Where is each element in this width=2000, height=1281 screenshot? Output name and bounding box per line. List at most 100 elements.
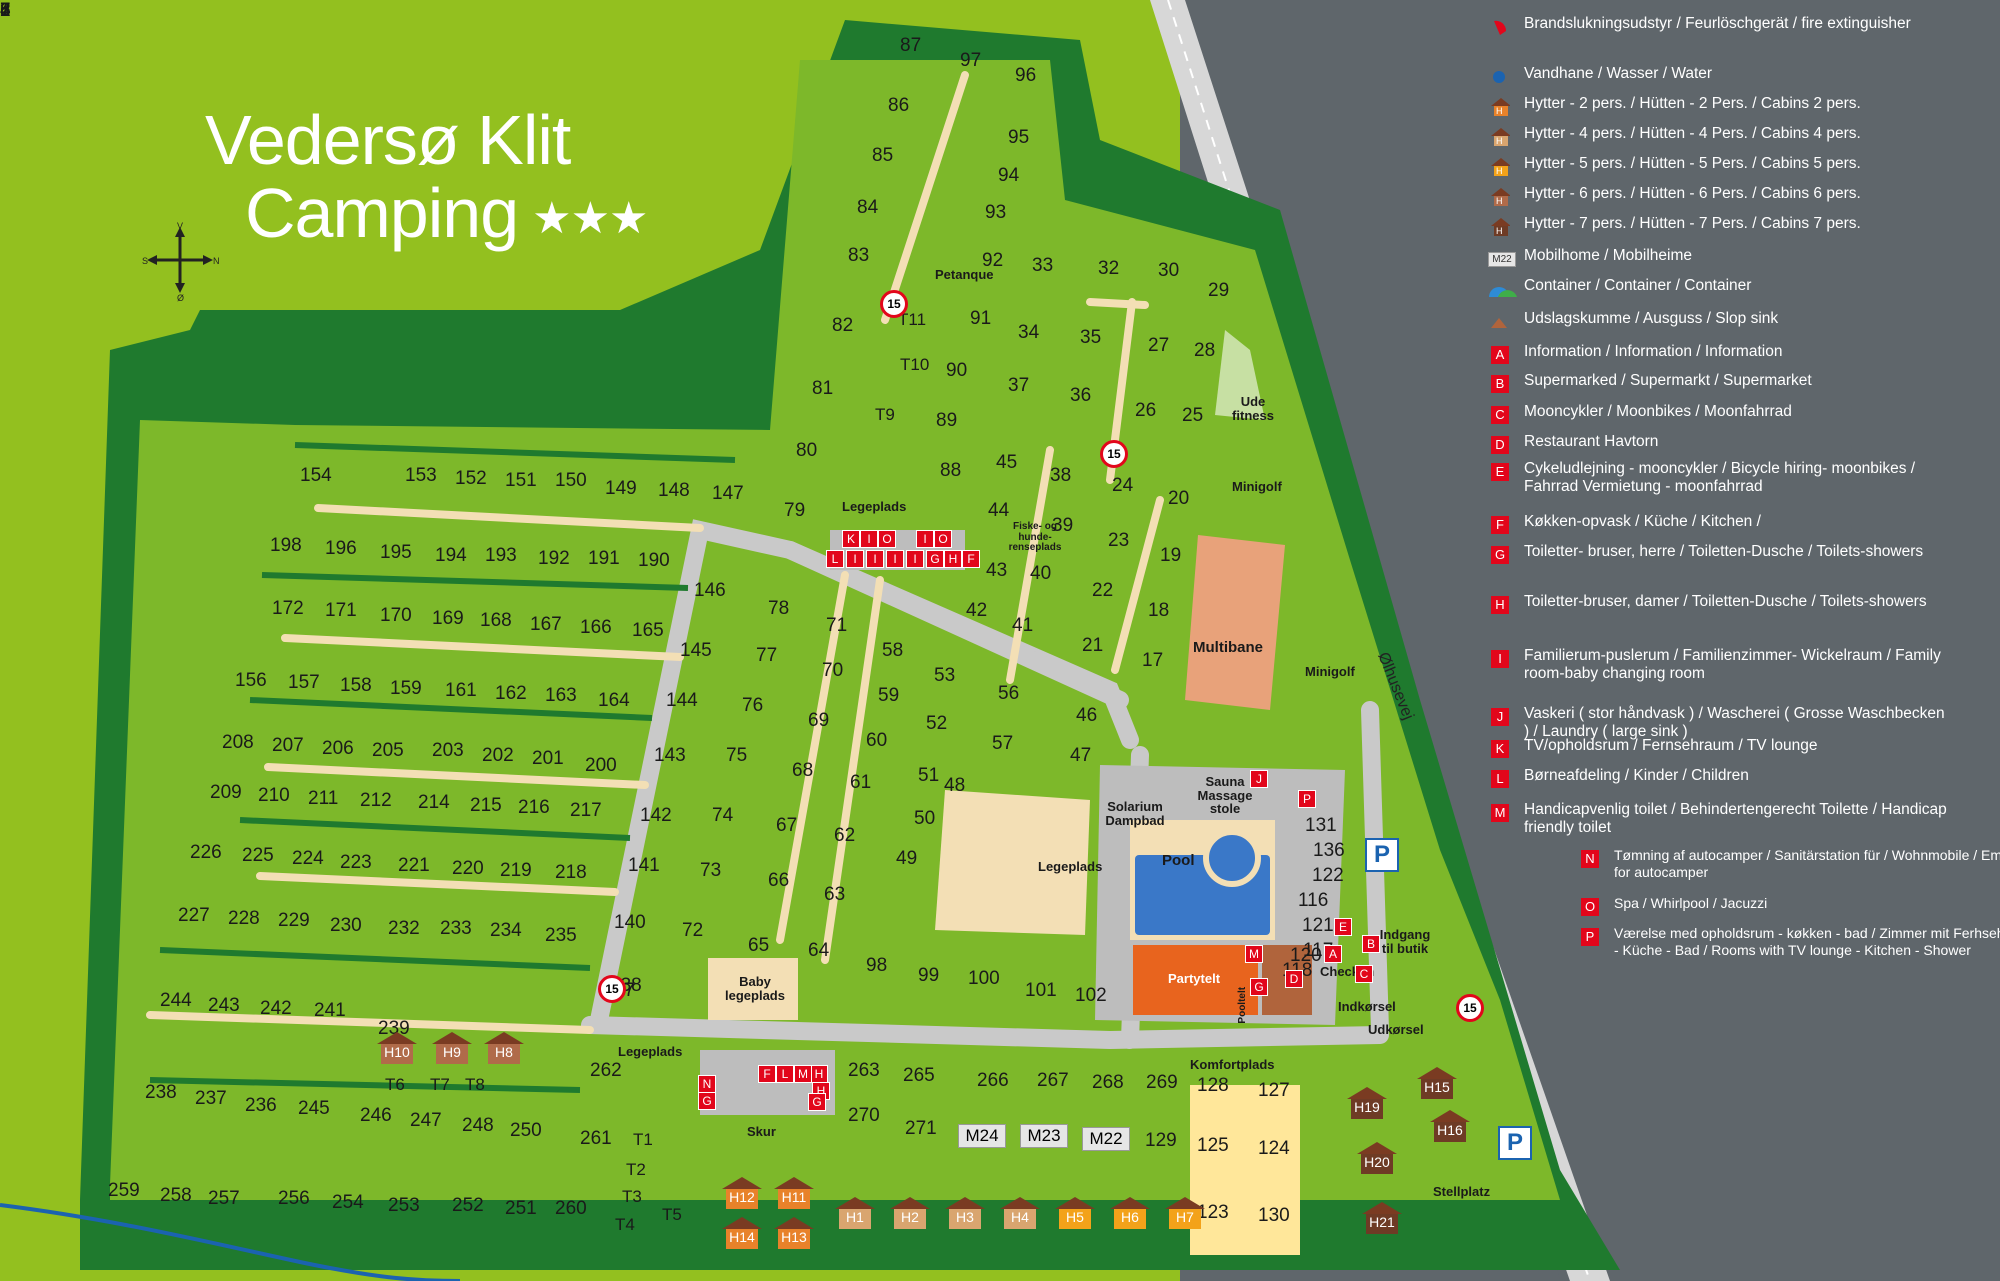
speed-limit-sign: 15	[598, 975, 626, 1003]
legend-letter: O	[1581, 898, 1599, 916]
legend-text: Værelse med opholdsrum - køkken - bad / …	[1614, 925, 2000, 958]
pitch-59: 59	[878, 685, 900, 706]
hut-H13: H13	[772, 1215, 816, 1251]
pitch-156: 156	[235, 670, 267, 691]
hut-H4: H4	[998, 1195, 1042, 1231]
partytelt-label: Partytelt	[1168, 971, 1221, 986]
letter-icon: G	[1488, 545, 1510, 564]
legend-text: Hytter - 4 pers. / Hütten - 4 Pers. / Ca…	[1524, 125, 1861, 142]
pitch-29: 29	[1208, 280, 1230, 301]
hut-label: H15	[1424, 1079, 1450, 1095]
pitch-207: 207	[272, 735, 304, 756]
pitch-221: 221	[398, 855, 430, 876]
mobilhome-M24: M24	[958, 1124, 1006, 1148]
hut-label: H10	[384, 1044, 410, 1060]
hut-icon	[1417, 1067, 1457, 1099]
legend-letter: H	[1491, 596, 1509, 614]
pitch-121: 121	[1302, 915, 1334, 936]
hut-H3: H3	[943, 1195, 987, 1231]
pitch-193: 193	[485, 545, 517, 566]
facility-code-I: I	[886, 550, 904, 568]
pitch-162: 162	[495, 683, 527, 704]
pitch-88: 88	[940, 460, 962, 481]
legend-text: Mobilhome / Mobilheime	[1524, 247, 1692, 264]
pitch-161: 161	[445, 680, 477, 701]
rating-stars: ★★★	[532, 193, 648, 243]
facility-code-J: J	[1250, 770, 1268, 788]
pitch-151: 151	[505, 470, 537, 491]
pitch-20: 20	[1168, 488, 1190, 509]
pitch-146: 146	[694, 580, 726, 601]
tent-T3: T3	[622, 1187, 642, 1206]
pitch-129: 129	[1145, 1130, 1177, 1151]
pitch-53: 53	[934, 665, 956, 686]
pitch-130: 130	[1258, 1205, 1290, 1226]
pitch-62: 62	[834, 825, 856, 846]
pitch-74: 74	[712, 805, 734, 826]
pitch-56: 56	[998, 683, 1020, 704]
pitch-239: 239	[378, 1018, 410, 1039]
hut-label: H19	[1354, 1099, 1380, 1115]
map-title-camping: Camping	[245, 174, 519, 252]
pitch-84: 84	[857, 197, 879, 218]
tent-T2: T2	[626, 1160, 646, 1179]
pooltelt-label: Pooltelt	[1237, 986, 1249, 1024]
legend-text: Spa / Whirlpool / Jacuzzi	[1614, 895, 1768, 911]
compass-east: Ø	[177, 293, 185, 303]
facility-code-I: I	[860, 530, 878, 548]
pitch-87: 87	[900, 35, 922, 56]
pitch-131: 131	[1305, 815, 1337, 836]
pitch-122: 122	[1312, 865, 1344, 886]
facility-code-I: I	[916, 530, 934, 548]
pitch-164: 164	[598, 690, 630, 711]
parking-icon-2: P	[1498, 1126, 1532, 1160]
pitch-196: 196	[325, 538, 357, 559]
pitch-61: 61	[850, 772, 872, 793]
pitch-241: 241	[314, 1000, 346, 1021]
pitch-211: 211	[308, 788, 339, 809]
pitch-45: 45	[996, 452, 1018, 473]
pitch-170: 170	[380, 605, 412, 626]
hut-label: H5	[1066, 1209, 1084, 1225]
legeplads-label-3: Legeplads	[618, 1044, 683, 1059]
pitch-93: 93	[985, 202, 1007, 223]
pitch-72: 72	[682, 920, 704, 941]
baby-legeplads-label: Baby legeplads	[725, 974, 785, 1003]
pitch-268: 268	[1092, 1072, 1124, 1093]
pitch-252: 252	[452, 1195, 484, 1216]
slop-sink-icon	[1488, 312, 1510, 330]
pitch-81: 81	[812, 378, 834, 399]
pitch-77: 77	[756, 645, 778, 666]
letter-icon: F	[1488, 515, 1510, 534]
partytelt	[1133, 945, 1258, 1015]
pitch-124: 124	[1258, 1138, 1290, 1159]
legend-text: Hytter - 5 pers. / Hütten - 5 Pers. / Ca…	[1524, 155, 1861, 172]
hut-H7: H7	[1163, 1195, 1207, 1231]
fire-extinguisher-icon	[1488, 17, 1510, 35]
pitch-235: 235	[545, 925, 577, 946]
legend-text: Handicapvenlig toilet / Behindertengerec…	[1524, 801, 1947, 837]
legend-letter: E	[1491, 463, 1509, 481]
pitch-206: 206	[322, 738, 354, 759]
pitch-200: 200	[585, 755, 617, 776]
pitch-41: 41	[1012, 615, 1034, 636]
pitch-256: 256	[278, 1188, 310, 1209]
letter-icon: D	[1488, 435, 1510, 454]
hut-icon	[774, 1177, 814, 1209]
hut-H1: H1	[833, 1195, 877, 1231]
letter-icon: C	[1488, 405, 1510, 424]
hut-code: H	[1496, 106, 1503, 116]
facility-code-M: M	[1245, 945, 1263, 963]
pitch-202: 202	[482, 745, 514, 766]
pitch-247: 247	[410, 1110, 442, 1131]
facility-code-G: G	[1250, 978, 1268, 996]
hut-icon: H	[1488, 217, 1510, 236]
pitch-195: 195	[380, 542, 412, 563]
pitch-96: 96	[1015, 65, 1037, 86]
pitch-215: 215	[470, 795, 502, 816]
pitch-39: 39	[1052, 515, 1074, 536]
pitch-216: 216	[518, 797, 550, 818]
facility-code-O: O	[934, 530, 952, 548]
hut-H8: H8	[482, 1030, 526, 1066]
pitch-258: 258	[160, 1185, 192, 1206]
